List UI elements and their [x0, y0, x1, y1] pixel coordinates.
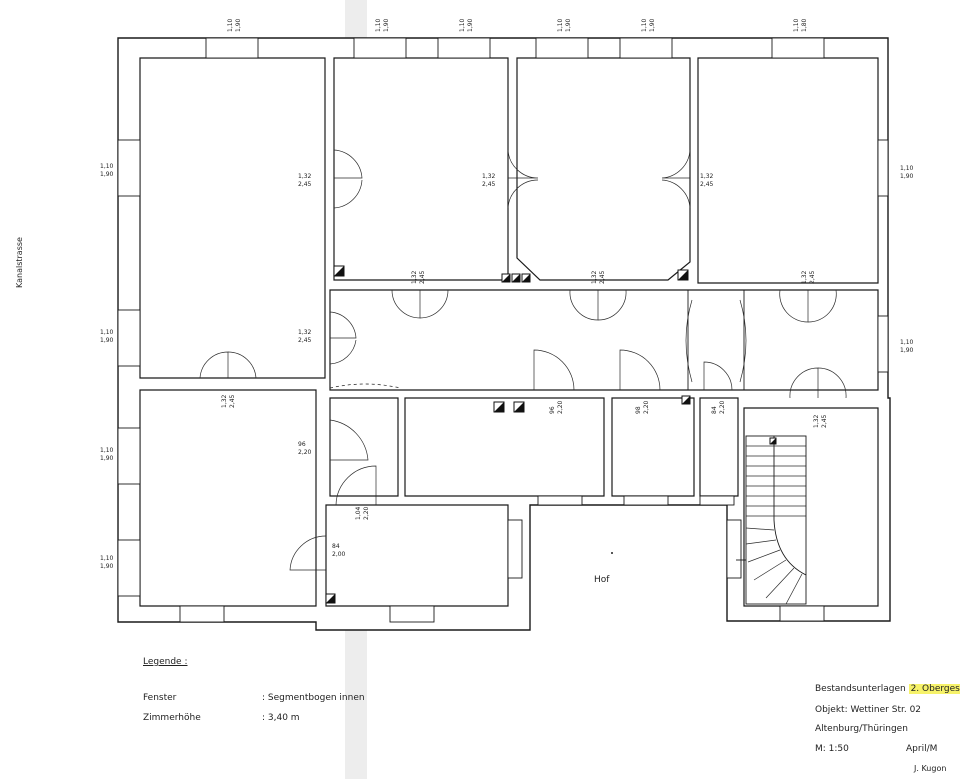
bottom-window-niches: [179, 495, 825, 623]
street-label: Kanalstrasse: [15, 237, 24, 288]
title-line-1: Bestandsunterlagen 2. Obergesc: [815, 684, 960, 694]
dim-top-5h: 1,90: [649, 18, 656, 32]
dim-door-14h: 2,20: [363, 506, 370, 520]
title-prefix: Bestandsunterlagen: [815, 684, 906, 694]
legend-value-room-height: : 3,40 m: [262, 713, 300, 723]
dim-right-2: 1,10: [900, 339, 914, 346]
chimney-shafts: [325, 265, 691, 604]
dim-left-1: 1,10: [100, 163, 114, 170]
title-scale: M: 1:50: [815, 744, 849, 754]
dim-door-15h: 2,00: [332, 551, 346, 558]
dim-door-11h: 2,20: [557, 400, 564, 414]
side-window-dims: 1,10 1,90 1,10 1,90 1,10 1,90 1,10 1,90 …: [100, 163, 914, 570]
dim-door-13h: 2,20: [719, 400, 726, 414]
dim-left-4: 1,10: [100, 555, 114, 562]
dim-top-1: 1,10: [227, 18, 234, 32]
legend-value-window: : Segmentbogen innen: [262, 693, 365, 703]
dim-left-3h: 1,90: [100, 455, 114, 462]
door-swings: [199, 149, 847, 571]
dim-top-4: 1,10: [557, 18, 564, 32]
title-highlight: 2. Obergesc: [908, 684, 960, 694]
dim-door-14: 1,04: [355, 506, 362, 520]
door-dims: 1,32 2,45 1,32 2,45 1,32 2,45 1,32 2,45 …: [221, 173, 828, 558]
dim-door-4: 1,32: [298, 329, 312, 336]
legend-key-window: Fenster: [143, 693, 177, 703]
dim-door-9: 1,32: [813, 414, 820, 428]
dim-left-1h: 1,90: [100, 171, 114, 178]
dim-door-2: 1,32: [482, 173, 496, 180]
dim-door-7: 1,32: [801, 270, 808, 284]
top-window-dims: 1,10 1,90 1,10 1,90 1,10 1,90 1,10 1,90 …: [227, 18, 808, 32]
dim-door-15: 84: [332, 543, 340, 550]
dim-top-1h: 1,90: [235, 18, 242, 32]
dim-top-6h: 1,80: [801, 18, 808, 32]
dim-right-2h: 1,90: [900, 347, 914, 354]
dim-door-10h: 2,20: [298, 449, 312, 456]
legend-key-room-height: Zimmerhöhe: [143, 713, 201, 723]
dim-door-9h: 2,45: [821, 414, 828, 428]
courtyard-dot: [611, 552, 613, 554]
left-window-niches: [117, 139, 141, 597]
dim-door-11: 96: [549, 406, 556, 414]
dim-door-5: 1,32: [411, 270, 418, 284]
dim-door-3h: 2,45: [700, 181, 714, 188]
dim-left-2: 1,10: [100, 329, 114, 336]
dim-door-2h: 2,45: [482, 181, 496, 188]
dim-door-1h: 2,45: [298, 181, 312, 188]
dim-door-6h: 2,45: [599, 270, 606, 284]
dim-door-5h: 2,45: [419, 270, 426, 284]
title-author: J. Kugon: [914, 764, 947, 773]
dim-left-4h: 1,90: [100, 563, 114, 570]
dim-door-6: 1,32: [591, 270, 598, 284]
dim-top-5: 1,10: [641, 18, 648, 32]
courtyard-label: Hof: [594, 575, 610, 585]
title-location: Altenburg/Thüringen: [815, 724, 908, 734]
title-object: Objekt: Wettiner Str. 02: [815, 705, 922, 715]
dim-right-1: 1,10: [900, 165, 914, 172]
top-window-niches: [205, 37, 825, 59]
dim-top-2: 1,10: [375, 18, 382, 32]
dim-door-7h: 2,45: [809, 270, 816, 284]
dim-door-8: 1,32: [221, 394, 228, 408]
staircase: [736, 435, 807, 605]
dim-door-12h: 2,20: [643, 400, 650, 414]
dim-door-3: 1,32: [700, 173, 714, 180]
dim-right-1h: 1,90: [900, 173, 914, 180]
dim-top-6: 1,10: [793, 18, 800, 32]
dim-door-13: 84: [711, 406, 718, 414]
dim-door-4h: 2,45: [298, 337, 312, 344]
title-date: April/M: [906, 744, 938, 754]
dim-left-3: 1,10: [100, 447, 114, 454]
dim-top-2h: 1,90: [383, 18, 390, 32]
dim-door-1: 1,32: [298, 173, 312, 180]
dim-top-4h: 1,90: [565, 18, 572, 32]
dim-door-10: 96: [298, 441, 306, 448]
right-window-niches: [507, 139, 889, 579]
dim-door-8h: 2,45: [229, 394, 236, 408]
exterior-walls: [117, 37, 891, 631]
dim-left-2h: 1,90: [100, 337, 114, 344]
dim-top-3h: 1,90: [467, 18, 474, 32]
legend-heading: Legende :: [143, 657, 188, 667]
dim-door-12: 98: [635, 406, 642, 414]
dim-top-3: 1,10: [459, 18, 466, 32]
